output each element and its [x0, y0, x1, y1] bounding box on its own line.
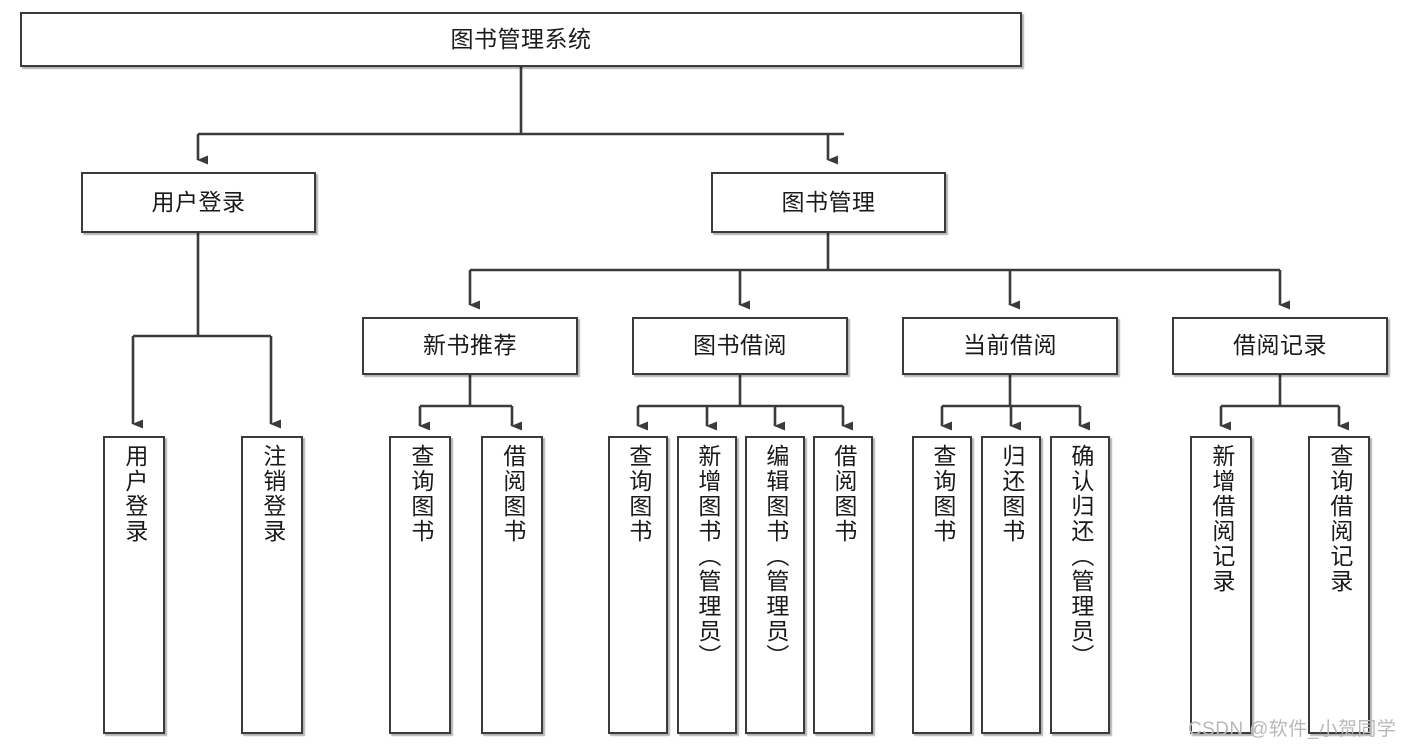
node-borrow-book-1-label: 借阅图书	[499, 444, 526, 544]
node-root[interactable]: 图书管理系统	[20, 12, 1022, 67]
node-query-borrow-record[interactable]: 查询借阅记录	[1308, 436, 1370, 734]
node-new-book-recommend[interactable]: 新书推荐	[362, 317, 578, 375]
node-query-book-3-label: 查询图书	[929, 444, 956, 544]
node-query-book-1-label: 查询图书	[407, 444, 434, 544]
node-add-book-admin[interactable]: 新增图书（管理员）	[677, 436, 737, 734]
node-add-book-admin-label: 新增图书（管理员）	[694, 444, 721, 669]
node-user-login[interactable]: 用户登录	[81, 172, 316, 233]
node-query-book-3[interactable]: 查询图书	[912, 436, 972, 734]
node-add-borrow-record[interactable]: 新增借阅记录	[1190, 436, 1252, 734]
node-return-book[interactable]: 归还图书	[981, 436, 1041, 734]
node-book-manage-label: 图书管理	[781, 188, 876, 215]
node-new-book-recommend-label: 新书推荐	[423, 332, 517, 359]
node-user-login-do[interactable]: 用户登录	[103, 436, 165, 734]
node-query-borrow-record-label: 查询借阅记录	[1326, 444, 1353, 594]
node-book-manage[interactable]: 图书管理	[711, 172, 946, 233]
node-book-borrow[interactable]: 图书借阅	[632, 317, 848, 375]
node-return-book-label: 归还图书	[998, 444, 1025, 544]
node-add-borrow-record-label: 新增借阅记录	[1208, 444, 1235, 594]
node-borrow-records-label: 借阅记录	[1233, 332, 1327, 359]
node-user-login-do-label: 用户登录	[121, 444, 148, 544]
csdn-watermark: CSDN @软件_小贺同学	[1188, 719, 1397, 740]
node-query-book-2-label: 查询图书	[625, 444, 652, 544]
node-current-borrow-label: 当前借阅	[963, 332, 1057, 359]
node-edit-book-admin-label: 编辑图书（管理员）	[762, 444, 789, 669]
node-confirm-return-admin[interactable]: 确认归还（管理员）	[1050, 436, 1110, 734]
node-root-label: 图书管理系统	[450, 25, 592, 52]
node-user-logout-label: 注销登录	[259, 444, 286, 544]
node-book-borrow-label: 图书借阅	[693, 332, 787, 359]
node-borrow-book-1[interactable]: 借阅图书	[481, 436, 543, 734]
node-borrow-book-2[interactable]: 借阅图书	[813, 436, 873, 734]
node-query-book-1[interactable]: 查询图书	[389, 436, 451, 734]
node-borrow-records[interactable]: 借阅记录	[1172, 317, 1388, 375]
node-confirm-return-admin-label: 确认归还（管理员）	[1067, 444, 1094, 669]
node-user-logout[interactable]: 注销登录	[241, 436, 303, 734]
node-borrow-book-2-label: 借阅图书	[830, 444, 857, 544]
node-edit-book-admin[interactable]: 编辑图书（管理员）	[745, 436, 805, 734]
node-user-login-label: 用户登录	[151, 188, 246, 215]
node-current-borrow[interactable]: 当前借阅	[902, 317, 1118, 375]
node-query-book-2[interactable]: 查询图书	[608, 436, 668, 734]
